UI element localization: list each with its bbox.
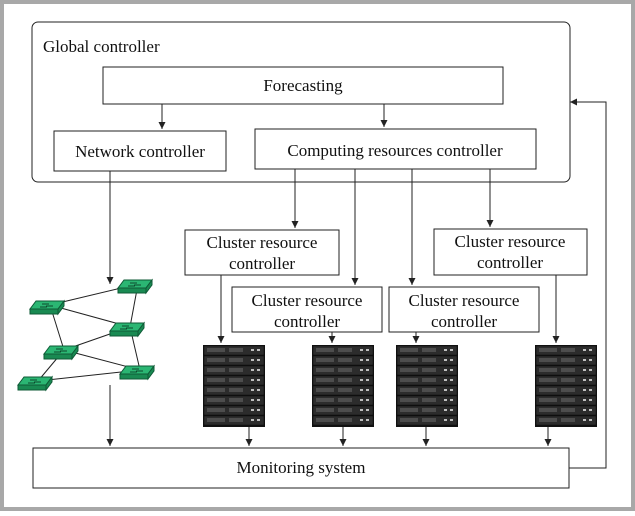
cluster-controller-line1: Cluster resource xyxy=(409,291,520,310)
cluster-controller-box xyxy=(433,228,588,276)
global-controller-label: Global controller xyxy=(43,37,160,56)
cluster-controller-2: Cluster resource controller xyxy=(231,286,383,333)
server-rack-icon xyxy=(535,345,597,427)
cluster-controller-4: Cluster resource controller xyxy=(433,228,588,276)
computing-controller-box xyxy=(254,128,537,170)
cluster-controller-line2: controller xyxy=(431,312,497,331)
server-rack-icon xyxy=(203,345,265,427)
network-switch-icon xyxy=(17,278,155,392)
cluster-controller-1: Cluster resource controller xyxy=(184,229,340,276)
monitoring-system-box xyxy=(32,447,570,489)
server-rack-icon xyxy=(312,345,374,427)
cluster-controller-3: Cluster resource controller xyxy=(388,286,540,333)
network-switch-icon xyxy=(43,344,79,361)
server-racks xyxy=(203,345,597,427)
network-controller-label: Network controller xyxy=(75,142,205,161)
computing-controller-label: Computing resources controller xyxy=(287,141,503,160)
cluster-controller-box xyxy=(388,286,540,333)
network-switch-icon xyxy=(29,299,65,316)
feedback-arrow-monitoring-to-global xyxy=(569,98,607,469)
cluster-controller-box xyxy=(184,229,340,276)
cluster-controller-line1: Cluster resource xyxy=(207,233,318,252)
cluster-controller-line2: controller xyxy=(274,312,340,331)
forecasting-box xyxy=(102,66,504,105)
network-switch-icon xyxy=(119,364,155,381)
network-switch-icon xyxy=(17,375,53,392)
cluster-controller-line1: Cluster resource xyxy=(455,232,566,251)
network-switch-icon xyxy=(117,278,153,295)
monitoring-system-label: Monitoring system xyxy=(237,458,366,477)
network-switch-icon xyxy=(109,321,145,338)
server-rack-icon xyxy=(396,345,458,427)
cluster-controller-box xyxy=(231,286,383,333)
network-controller-box xyxy=(53,130,227,172)
forecasting-label: Forecasting xyxy=(263,76,343,95)
cluster-controller-line2: controller xyxy=(229,254,295,273)
cluster-controller-line1: Cluster resource xyxy=(252,291,363,310)
cluster-controller-line2: controller xyxy=(477,253,543,272)
connectors xyxy=(106,98,607,469)
